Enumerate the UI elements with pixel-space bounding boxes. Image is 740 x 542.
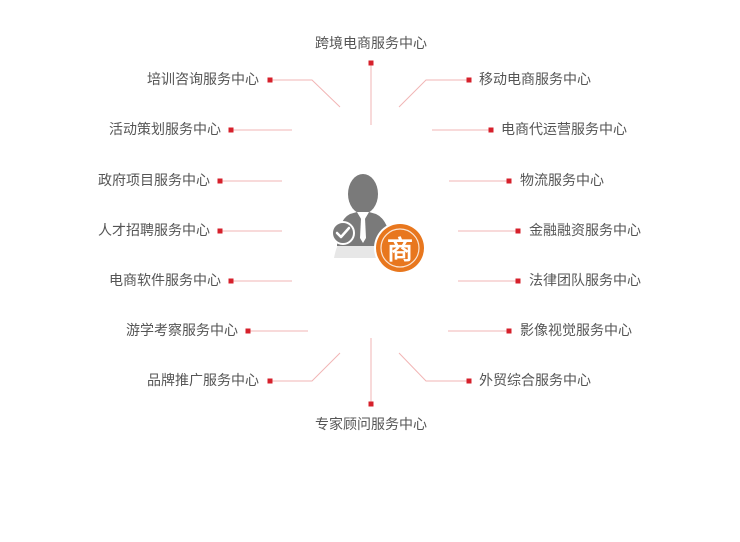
connector-dot-talent-recruitment [217, 228, 223, 234]
orange-seal-icon: 商 [374, 222, 426, 274]
service-label-cross-border[interactable]: 跨境电商服务中心 [315, 36, 427, 52]
service-label-ecommerce-operation[interactable]: 电商代运营服务中心 [501, 122, 627, 138]
service-label-brand-promotion[interactable]: 品牌推广服务中心 [147, 373, 259, 389]
connector-dot-legal-team [515, 278, 521, 284]
connector-dot-cross-border [368, 60, 374, 66]
connector-dot-logistics [506, 178, 512, 184]
connector-dot-event-planning [228, 127, 234, 133]
service-label-event-planning[interactable]: 活动策划服务中心 [109, 122, 221, 138]
connector-group [217, 60, 521, 407]
service-label-talent-recruitment[interactable]: 人才招聘服务中心 [98, 223, 210, 239]
check-circle-icon [331, 221, 355, 245]
connector-dot-brand-promotion [267, 378, 273, 384]
connector-dot-mobile-ecommerce [466, 77, 472, 83]
seal-character: 商 [387, 235, 413, 266]
service-label-ecommerce-software[interactable]: 电商软件服务中心 [109, 273, 221, 289]
center-figure: 商 [331, 174, 426, 274]
connector-dot-financing [515, 228, 521, 234]
connector-dot-ecommerce-operation [488, 127, 494, 133]
connector-dot-foreign-trade [466, 378, 472, 384]
connector-dot-video-visual [506, 328, 512, 334]
service-label-training[interactable]: 培训咨询服务中心 [147, 72, 259, 88]
connector-line-training [270, 79, 341, 108]
service-label-legal-team[interactable]: 法律团队服务中心 [529, 273, 641, 289]
service-label-financing[interactable]: 金融融资服务中心 [529, 223, 641, 239]
connector-line-foreign-trade [398, 352, 469, 382]
service-label-logistics[interactable]: 物流服务中心 [520, 173, 604, 189]
connector-dot-government-project [217, 178, 223, 184]
service-label-mobile-ecommerce[interactable]: 移动电商服务中心 [479, 72, 591, 88]
connector-dot-expert-consultant [368, 401, 374, 407]
connector-line-mobile-ecommerce [398, 79, 469, 108]
connector-line-brand-promotion [270, 352, 341, 382]
service-label-expert-consultant[interactable]: 专家顾问服务中心 [315, 417, 427, 433]
connector-dot-study-tour [245, 328, 251, 334]
service-label-video-visual[interactable]: 影像视觉服务中心 [520, 323, 632, 339]
service-label-government-project[interactable]: 政府项目服务中心 [98, 173, 210, 189]
connector-dot-ecommerce-software [228, 278, 234, 284]
connector-dot-training [267, 77, 273, 83]
service-label-study-tour[interactable]: 游学考察服务中心 [126, 323, 238, 339]
service-label-foreign-trade[interactable]: 外贸综合服务中心 [479, 373, 591, 389]
